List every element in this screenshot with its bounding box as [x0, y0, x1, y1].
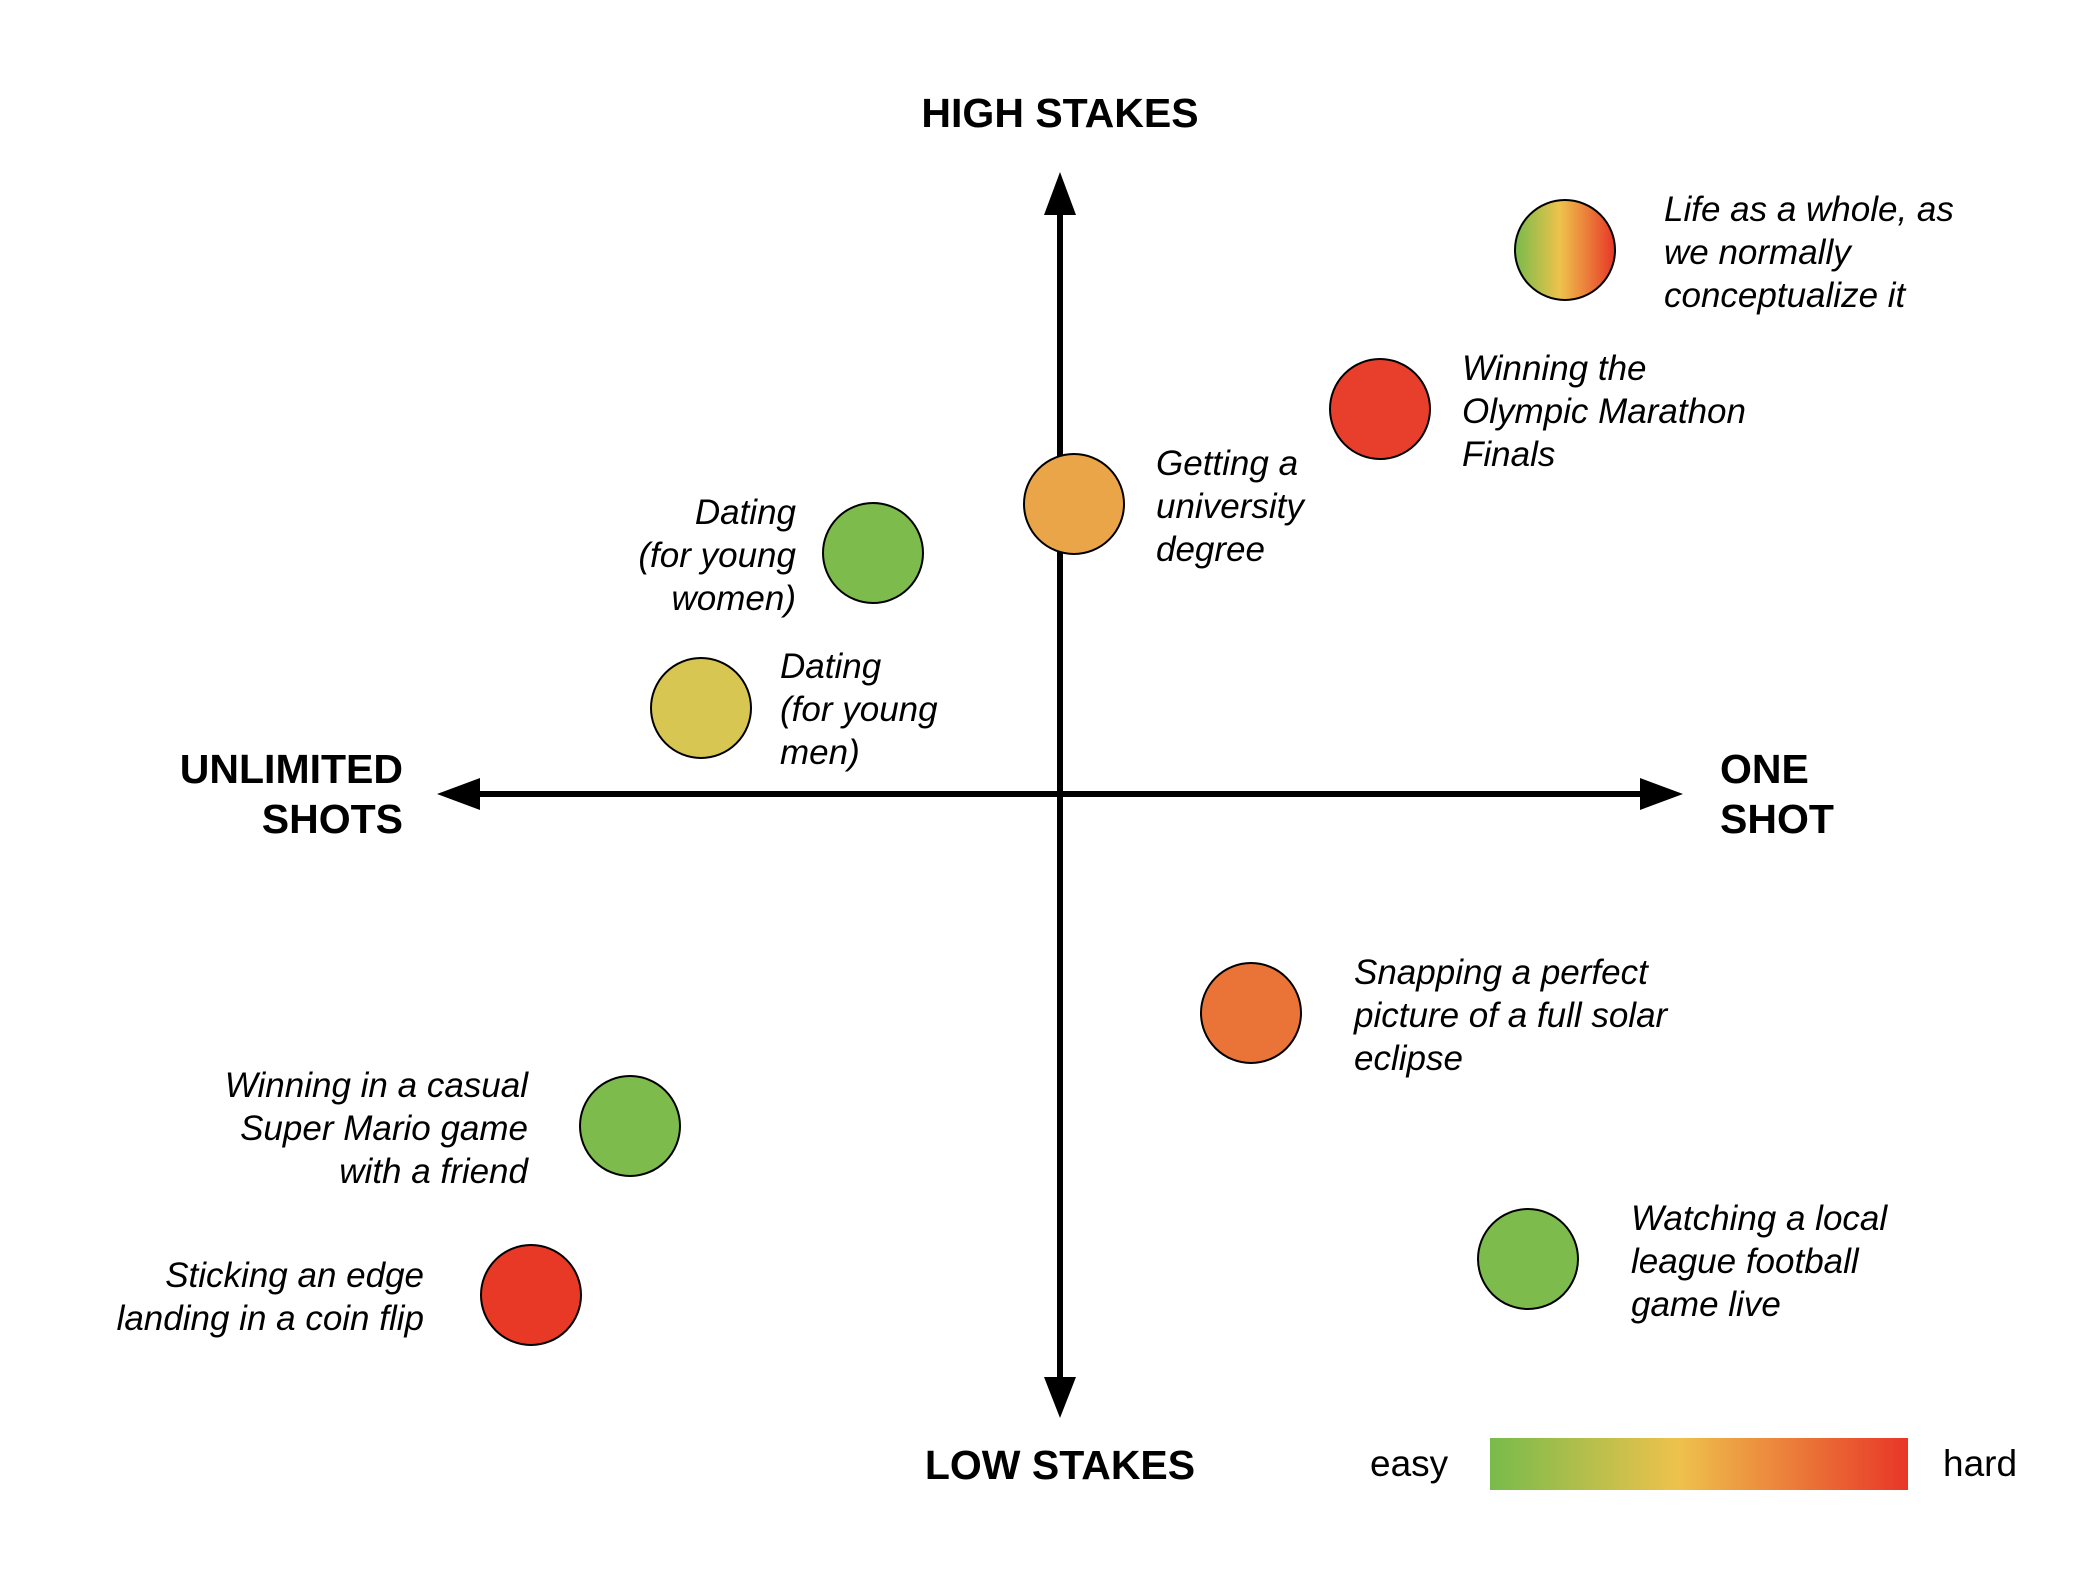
arrow-right-icon — [1640, 778, 1683, 810]
label-football: Watching a local league football game li… — [1631, 1199, 1888, 1324]
circle-mario — [579, 1075, 681, 1177]
legend-hard-label: hard — [1943, 1443, 2018, 1484]
circle-olympic — [1329, 358, 1431, 460]
label-coin: Sticking an edge landing in a coin flip — [116, 1256, 424, 1338]
label-life: Life as a whole, as we normally conceptu… — [1664, 190, 1954, 315]
circle-coin — [480, 1244, 582, 1346]
axis-label-one-shot: ONE SHOT — [1720, 746, 1834, 842]
label-olympic: Winning the Olympic Marathon Finals — [1462, 349, 1746, 474]
circle-life — [1514, 199, 1616, 301]
circle-university — [1023, 453, 1125, 555]
label-mario: Winning in a casual Super Mario game wit… — [224, 1066, 528, 1191]
circle-football — [1477, 1208, 1579, 1310]
circle-eclipse — [1200, 962, 1302, 1064]
arrow-up-icon — [1044, 172, 1076, 215]
label-eclipse: Snapping a perfect picture of a full sol… — [1354, 953, 1668, 1078]
circle-dating-women — [822, 502, 924, 604]
circle-dating-men — [650, 657, 752, 759]
arrow-left-icon — [437, 778, 480, 810]
label-dating-women: Dating (for young women) — [638, 493, 796, 618]
axis-label-unlimited-shots: UNLIMITED SHOTS — [179, 746, 403, 842]
label-university: Getting a university degree — [1156, 444, 1304, 569]
axis-label-low-stakes: LOW STAKES — [924, 1442, 1196, 1488]
arrow-down-icon — [1044, 1377, 1076, 1418]
label-dating-men: Dating (for young men) — [780, 647, 938, 772]
legend-easy-label: easy — [1370, 1443, 1449, 1484]
legend-gradient-bar — [1490, 1438, 1908, 1490]
axis-label-high-stakes: HIGH STAKES — [921, 90, 1199, 136]
